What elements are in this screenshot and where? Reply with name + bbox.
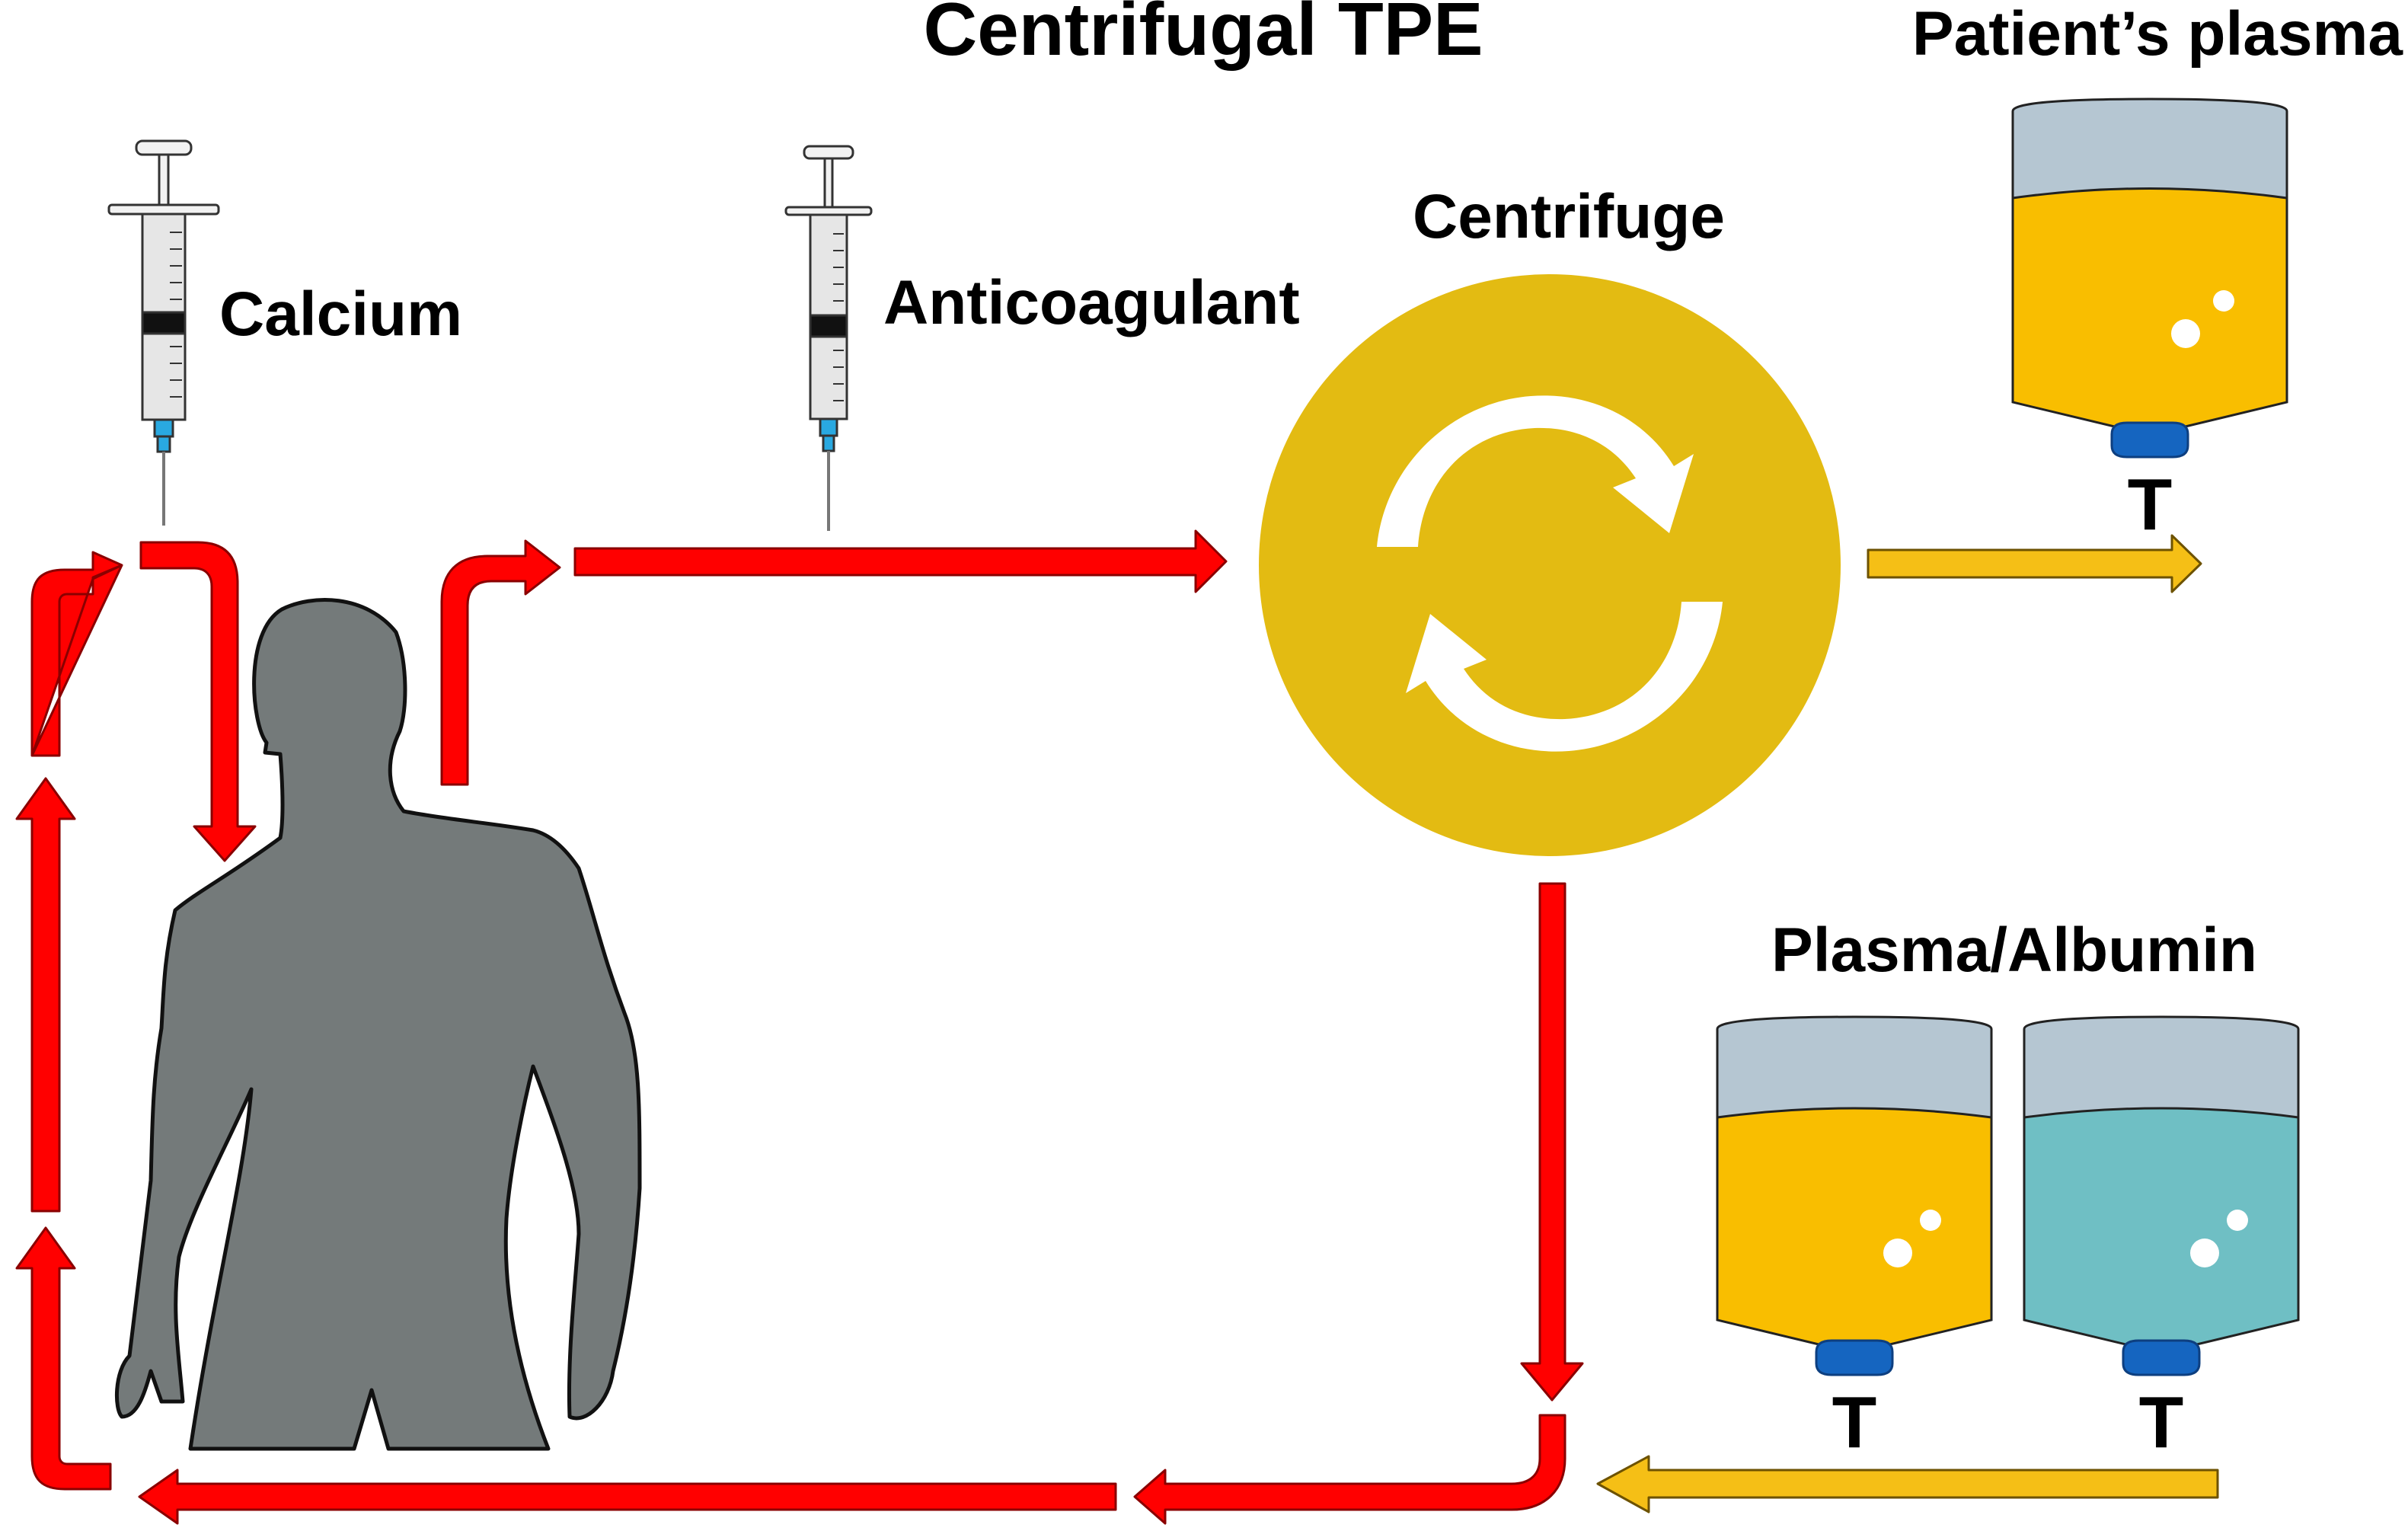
syringe-icon [784, 145, 873, 531]
return-arrow-right-segment [1133, 1414, 1566, 1525]
blood-return-loop [15, 551, 1566, 1525]
return-arrow-bottom [138, 1469, 1117, 1525]
plasma-albumin-label: Plasma/Albumin [1771, 916, 2257, 985]
centrifuge-down-arrow [1520, 882, 1584, 1402]
draw-arrow-into-body [139, 541, 257, 862]
bag-clamp-label: T [2139, 1382, 2184, 1463]
draw-arrow-from-body [440, 539, 561, 786]
centrifuge-label: Centrifuge [1413, 182, 1725, 251]
anticoagulant-label: Anticoagulant [883, 268, 1300, 337]
diagram-title: Centrifugal TPE [923, 0, 1483, 71]
plasma-lines [1596, 534, 2219, 1513]
human-body-icon [114, 598, 642, 1451]
fluid-bag-icon: T [2023, 1015, 2300, 1463]
return-arrow-left-corner [15, 1226, 112, 1491]
bag-clamp-label: T [1832, 1382, 1877, 1463]
replacement-in-arrow [1596, 1455, 2219, 1513]
return-arrow-left-top [30, 551, 123, 757]
fluid-bag-icon: T [1716, 1015, 1993, 1463]
calcium-label: Calcium [219, 280, 462, 349]
plasma-out-arrow [1867, 534, 2202, 593]
patients-plasma-label: Patient’s plasma [1912, 0, 2404, 69]
centrifuge-rotation-icon [1377, 395, 1723, 752]
draw-arrow-to-centrifuge [573, 529, 1228, 593]
syringe-icon [107, 139, 220, 526]
bag-clamp-label: T [2128, 464, 2173, 545]
return-arrow-left-vertical [15, 777, 76, 1213]
centrifuge [1259, 274, 1841, 856]
blood-draw-line [139, 529, 1584, 1402]
fluid-bag-icon: T [2011, 97, 2288, 545]
